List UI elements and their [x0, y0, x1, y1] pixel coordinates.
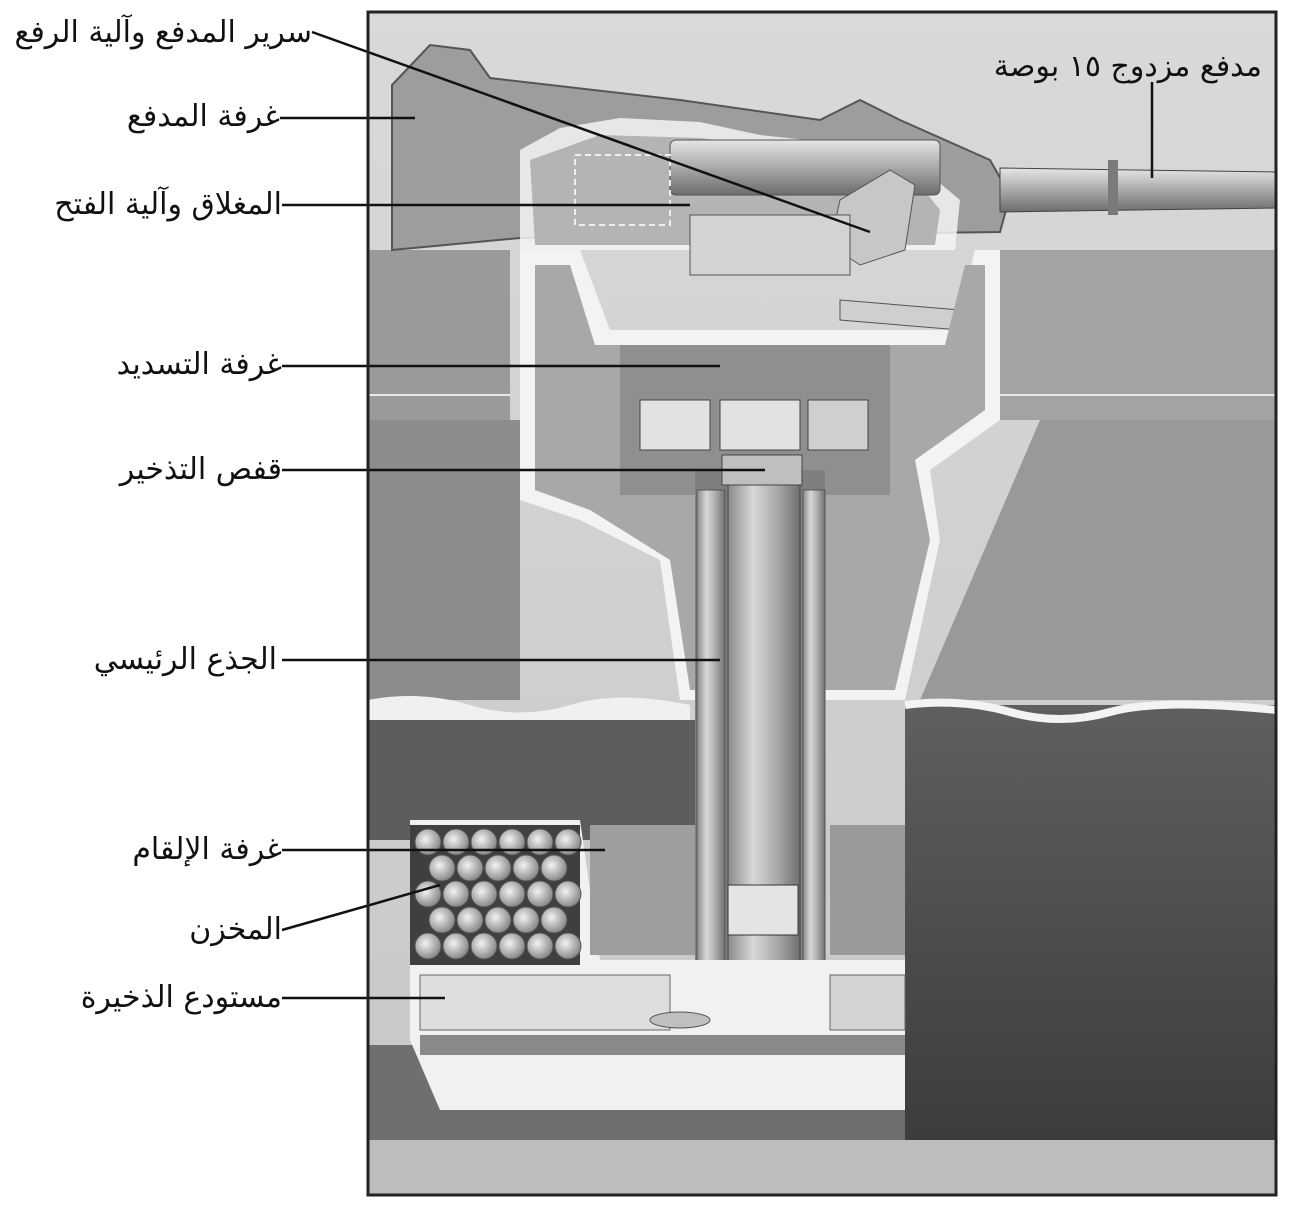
cordite-charge	[540, 906, 568, 934]
magazine-charges	[410, 825, 582, 965]
cordite-charge	[428, 906, 456, 934]
leader-line-gun-cradle	[311, 30, 871, 234]
label-magazine: المخزن	[189, 912, 282, 947]
shell-room-floor	[419, 974, 671, 1031]
label-twin-gun: مدفع مزدوج ١٥ بوصة	[993, 49, 1262, 84]
cordite-charge	[470, 828, 498, 856]
cordite-charge	[526, 828, 554, 856]
cordite-charge	[470, 880, 498, 908]
cordite-charge	[414, 828, 442, 856]
cordite-charge	[540, 854, 568, 882]
breech-mechanism	[574, 154, 671, 226]
right-hull-upper	[920, 420, 1276, 700]
cordite-charge	[554, 880, 582, 908]
right-waterline	[904, 698, 1277, 723]
left-deck-structure	[368, 250, 510, 420]
hoist-cage-lower	[727, 884, 799, 936]
cordite-charge	[428, 854, 456, 882]
barrel-band	[1108, 160, 1118, 215]
label-main-trunk: الجذع الرئيسي	[93, 642, 277, 677]
cordite-charge	[456, 906, 484, 934]
cordite-charge	[554, 828, 582, 856]
aiming-room-cage-center	[719, 399, 801, 451]
cordite-charge	[498, 880, 526, 908]
label-breech: المغلاق وآلية الفتح	[54, 187, 282, 222]
figure-frame	[366, 10, 1278, 1197]
loading-room-chamber	[590, 825, 695, 955]
cordite-charge	[470, 932, 498, 960]
aiming-room-cage-right	[807, 399, 869, 451]
cordite-charge	[554, 932, 582, 960]
right-deck-structure	[1000, 250, 1276, 420]
leader-line-magazine	[281, 883, 441, 932]
cordite-charge	[442, 828, 470, 856]
elevating-gear	[689, 214, 851, 276]
aiming-room-cage-left	[639, 399, 711, 451]
cordite-charge	[526, 880, 554, 908]
bottom-keel	[368, 1140, 1276, 1195]
cordite-charge	[442, 880, 470, 908]
loading-room-right	[830, 825, 905, 955]
cordite-charge	[484, 906, 512, 934]
shell-projectile	[649, 1011, 711, 1029]
shell-room-deck	[420, 1035, 905, 1055]
label-gun-cradle: سرير المدفع وآلية الرفع	[14, 15, 312, 50]
label-gun-house: غرفة المدفع	[126, 99, 280, 134]
cordite-charge	[484, 854, 512, 882]
cordite-charge	[456, 854, 484, 882]
shell-room-right	[829, 974, 906, 1031]
cordite-charge	[512, 854, 540, 882]
label-loading-room: غرفة الإلقام	[132, 832, 282, 867]
label-shell-room: مستودع الذخيرة	[80, 980, 282, 1015]
cordite-charge	[498, 828, 526, 856]
left-waterline	[368, 696, 690, 720]
left-hull-upper	[368, 420, 520, 700]
cordite-charge	[414, 932, 442, 960]
cordite-charge	[526, 932, 554, 960]
cordite-charge	[498, 932, 526, 960]
label-aiming-room: غرفة التسديد	[116, 347, 282, 382]
right-water-hull	[905, 705, 1276, 1145]
cordite-charge	[512, 906, 540, 934]
label-loading-cage: قفص التذخير	[119, 452, 282, 487]
cordite-charge	[442, 932, 470, 960]
